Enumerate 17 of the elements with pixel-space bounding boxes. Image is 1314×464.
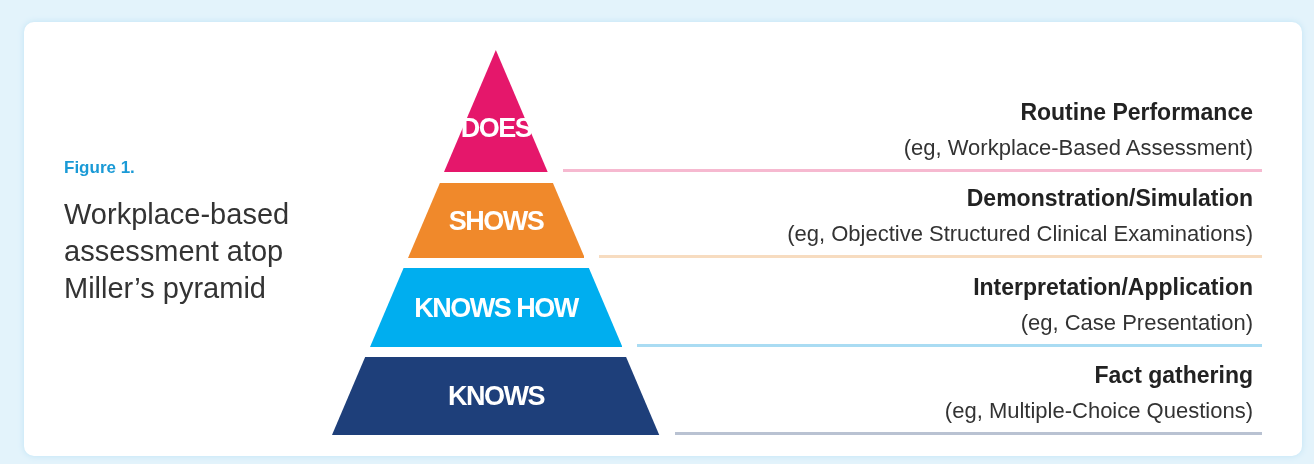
example-text: (eg, Workplace-Based Assessment)	[903, 134, 1253, 162]
pyramid-tier	[369, 268, 623, 347]
example-text: (eg, Multiple-Choice Questions)	[944, 397, 1253, 425]
tier-label: KNOWS HOW	[413, 291, 580, 324]
level-heading: Demonstration/Simulation	[966, 184, 1253, 212]
figure-number: Figure 1.	[64, 158, 135, 178]
pyramid-tier	[444, 50, 548, 172]
example-text: (eg, Case Presentation)	[1020, 309, 1253, 337]
level-heading: Routine Performance	[1020, 98, 1253, 126]
example-text: (eg, Objective Structured Clinical Examinations)	[787, 220, 1253, 248]
pyramid-tier	[332, 357, 660, 435]
tier-label: KNOWS	[447, 380, 546, 412]
tier-label: SHOWS	[447, 204, 545, 237]
level-heading: Fact gathering	[1094, 361, 1253, 389]
figure-title: Workplace-based assessment atop Miller’s pyramid	[64, 197, 291, 306]
pyramid-tier	[407, 183, 585, 258]
level-heading: Interpretation/Application	[973, 273, 1253, 301]
